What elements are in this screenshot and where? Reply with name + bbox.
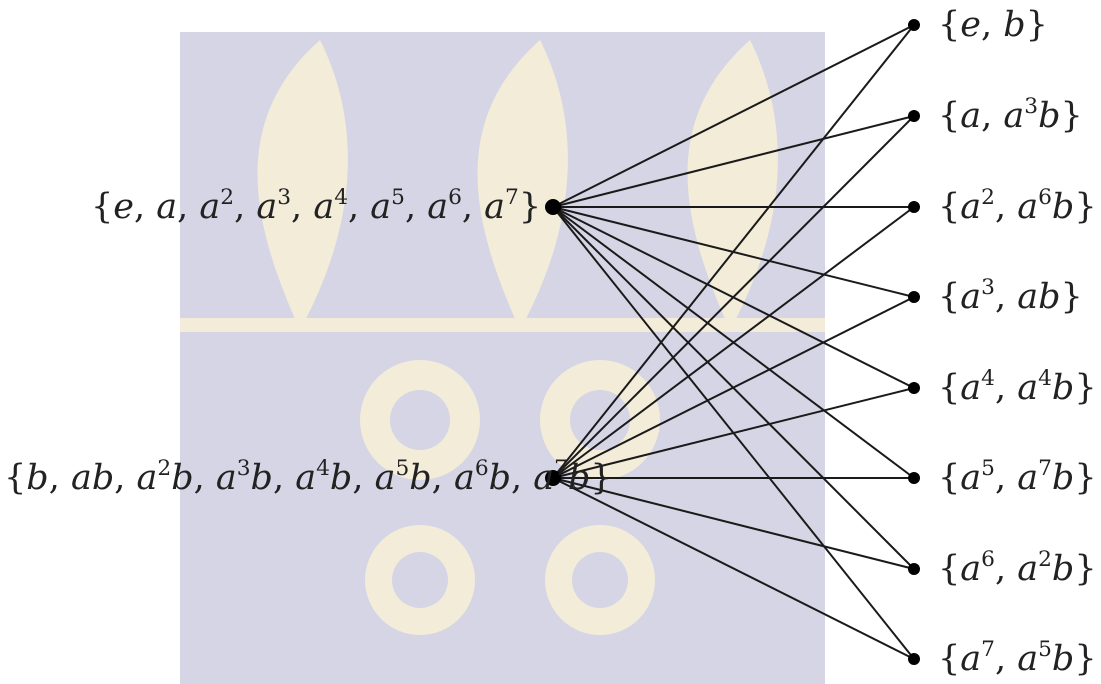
edge-cyclic-0 [552,24,915,208]
node-right-3 [908,291,920,303]
label-right-6: {a6, a2b} [938,546,1097,589]
edge-coset-2 [552,206,915,479]
label-right-5: {a5, a7b} [938,455,1097,498]
edge-coset-3 [552,296,915,479]
label-right-1: {a, a3b} [938,93,1083,136]
edge-coset-1 [552,115,915,479]
node-right-1 [908,110,920,122]
edge-coset-4 [552,387,915,479]
edge-coset-0 [552,24,915,479]
label-right-7: {a7, a5b} [938,636,1097,679]
edge-cyclic-1 [552,115,915,208]
node-right-0 [908,19,920,31]
node-right-5 [908,472,920,484]
edge-coset-7 [552,477,915,660]
node-right-6 [908,563,920,575]
node-right-4 [908,382,920,394]
node-right-7 [908,653,920,665]
label-right-0: {e, b} [938,4,1048,45]
edge-coset-6 [552,477,915,570]
crest-ornament [180,40,825,635]
label-cyclic: {e, a, a2, a3, a4, a5, a6, a7} [91,184,542,227]
label-coset: {b, ab, a2b, a3b, a4b, a5b, a6b, a7b} [4,455,613,498]
label-right-4: {a4, a4b} [938,365,1097,408]
label-right-3: {a3, ab} [938,274,1083,317]
node-coset [545,470,561,486]
node-right-2 [908,201,920,213]
label-right-2: {a2, a6b} [938,184,1097,227]
node-cyclic [545,199,561,215]
